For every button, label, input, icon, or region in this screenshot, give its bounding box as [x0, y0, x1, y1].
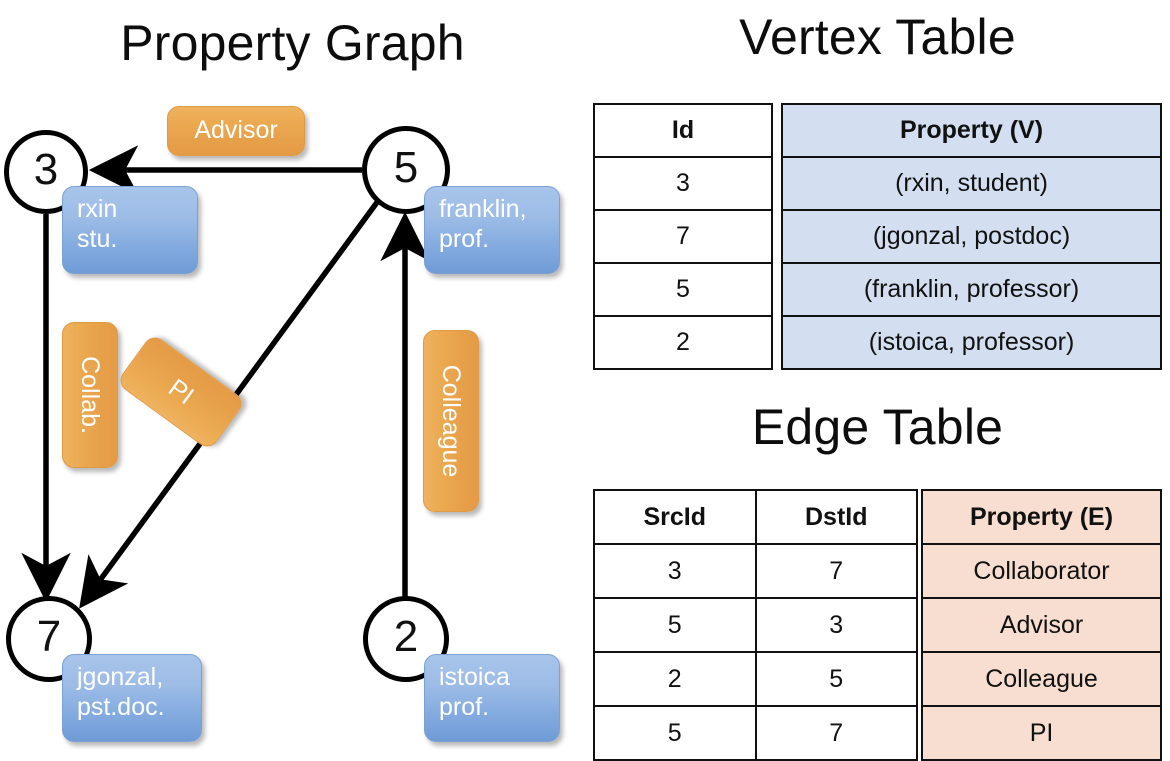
vertex-row-0-property: (rxin, student)	[781, 156, 1162, 211]
vertex-table-header-id: Id	[593, 103, 773, 158]
vertex-row-2-id: 5	[593, 262, 773, 317]
page-title-vertex-table: Vertex Table	[739, 9, 1016, 65]
edge-row-3-dst: 7	[754, 705, 918, 761]
table-row[interactable]: 2	[593, 315, 773, 370]
edge-label-box-collab[interactable]: Collab.	[62, 322, 118, 468]
edge-row-1-property: Advisor	[921, 597, 1162, 653]
edge-row-1-dst: 3	[754, 597, 918, 653]
page-title-property-graph: Property Graph	[120, 15, 465, 71]
table-header-row: Property (V)	[781, 103, 1162, 158]
edge-row-0-dst: 7	[754, 543, 918, 599]
edge-table-id-columns: SrcId DstId 3 7 5 3 2 5 5 7	[593, 489, 918, 761]
edge-row-2-dst: 5	[754, 651, 918, 707]
vertex-property-2-line-1: istoica	[439, 663, 510, 691]
table-row[interactable]: 5 7	[593, 705, 918, 761]
table-row[interactable]: 3	[593, 156, 773, 211]
edge-row-2-src: 2	[593, 651, 757, 707]
edge-row-2-property: Colleague	[921, 651, 1162, 707]
table-row[interactable]: 7	[593, 209, 773, 264]
vertex-row-3-property: (istoica, professor)	[781, 315, 1162, 370]
vertex-row-0-id: 3	[593, 156, 773, 211]
edge-row-3-src: 5	[593, 705, 757, 761]
graph-node-7-label: 7	[36, 612, 62, 661]
vertex-property-3-line-2: stu.	[77, 224, 118, 253]
vertex-property-box-2[interactable]: istoica prof.	[424, 654, 560, 742]
edge-label-advisor: Advisor	[194, 116, 278, 145]
table-header-row: Property (E)	[921, 489, 1162, 545]
graph-node-5[interactable]: 5	[362, 126, 450, 214]
edge-row-3-property: PI	[921, 705, 1162, 761]
table-row[interactable]: (jgonzal, postdoc)	[781, 209, 1162, 264]
vertex-table-property-column: Property (V) (rxin, student) (jgonzal, p…	[781, 103, 1162, 370]
vertex-property-2-line-2: prof.	[439, 692, 490, 721]
graph-node-5-label: 5	[393, 143, 419, 192]
edge-table-header-property: Property (E)	[921, 489, 1162, 545]
vertex-table-header-property: Property (V)	[781, 103, 1162, 158]
table-row[interactable]: 5 3	[593, 597, 918, 653]
edge-label-colleague: Colleague	[437, 364, 466, 478]
edge-row-0-src: 3	[593, 543, 757, 599]
edge-label-box-colleague[interactable]: Colleague	[423, 330, 479, 512]
vertex-property-5-line-2: prof.	[439, 224, 490, 253]
vertex-row-2-property: (franklin, professor)	[781, 262, 1162, 317]
table-header-row: SrcId DstId	[593, 489, 918, 545]
graph-node-3-label: 3	[33, 145, 59, 194]
vertex-property-7-line-1: jgonzal,	[77, 663, 164, 691]
table-header-row: Id	[593, 103, 773, 158]
vertex-row-1-id: 7	[593, 209, 773, 264]
vertex-property-7-line-2: pst.doc.	[77, 692, 165, 721]
vertex-row-3-id: 2	[593, 315, 773, 370]
table-row[interactable]: (istoica, professor)	[781, 315, 1162, 370]
edge-table-header-dstid: DstId	[754, 489, 918, 545]
table-row[interactable]: 3 7	[593, 543, 918, 599]
table-row[interactable]: (franklin, professor)	[781, 262, 1162, 317]
table-row[interactable]: 2 5	[593, 651, 918, 707]
vertex-row-1-property: (jgonzal, postdoc)	[781, 209, 1162, 264]
edge-table-property-column: Property (E) Collaborator Advisor Collea…	[921, 489, 1162, 761]
page-title-edge-table: Edge Table	[751, 399, 1004, 455]
vertex-property-3-line-1: rxin	[77, 195, 118, 223]
table-row[interactable]: Collaborator	[921, 543, 1162, 599]
vertex-table-id-column: Id 3 7 5 2	[593, 103, 773, 370]
edge-table-header-srcid: SrcId	[593, 489, 757, 545]
vertex-property-5-line-1: franklin,	[439, 195, 527, 223]
vertex-property-box-7[interactable]: jgonzal, pst.doc.	[62, 654, 202, 742]
edge-row-1-src: 5	[593, 597, 757, 653]
table-row[interactable]: PI	[921, 705, 1162, 761]
edge-label-box-advisor[interactable]: Advisor	[167, 106, 305, 156]
vertex-property-box-3[interactable]: rxin stu.	[62, 186, 198, 274]
property-graph-diagram: 3 5 7 2 rxin stu. franklin, prof. jgonza…	[0, 0, 585, 760]
edge-row-0-property: Collaborator	[921, 543, 1162, 599]
graph-node-2-label: 2	[393, 612, 419, 661]
vertex-property-box-5[interactable]: franklin, prof.	[424, 186, 560, 274]
table-row[interactable]: (rxin, student)	[781, 156, 1162, 211]
table-row[interactable]: 5	[593, 262, 773, 317]
table-row[interactable]: Advisor	[921, 597, 1162, 653]
graph-node-2[interactable]: 2	[363, 596, 449, 682]
table-row[interactable]: Colleague	[921, 651, 1162, 707]
